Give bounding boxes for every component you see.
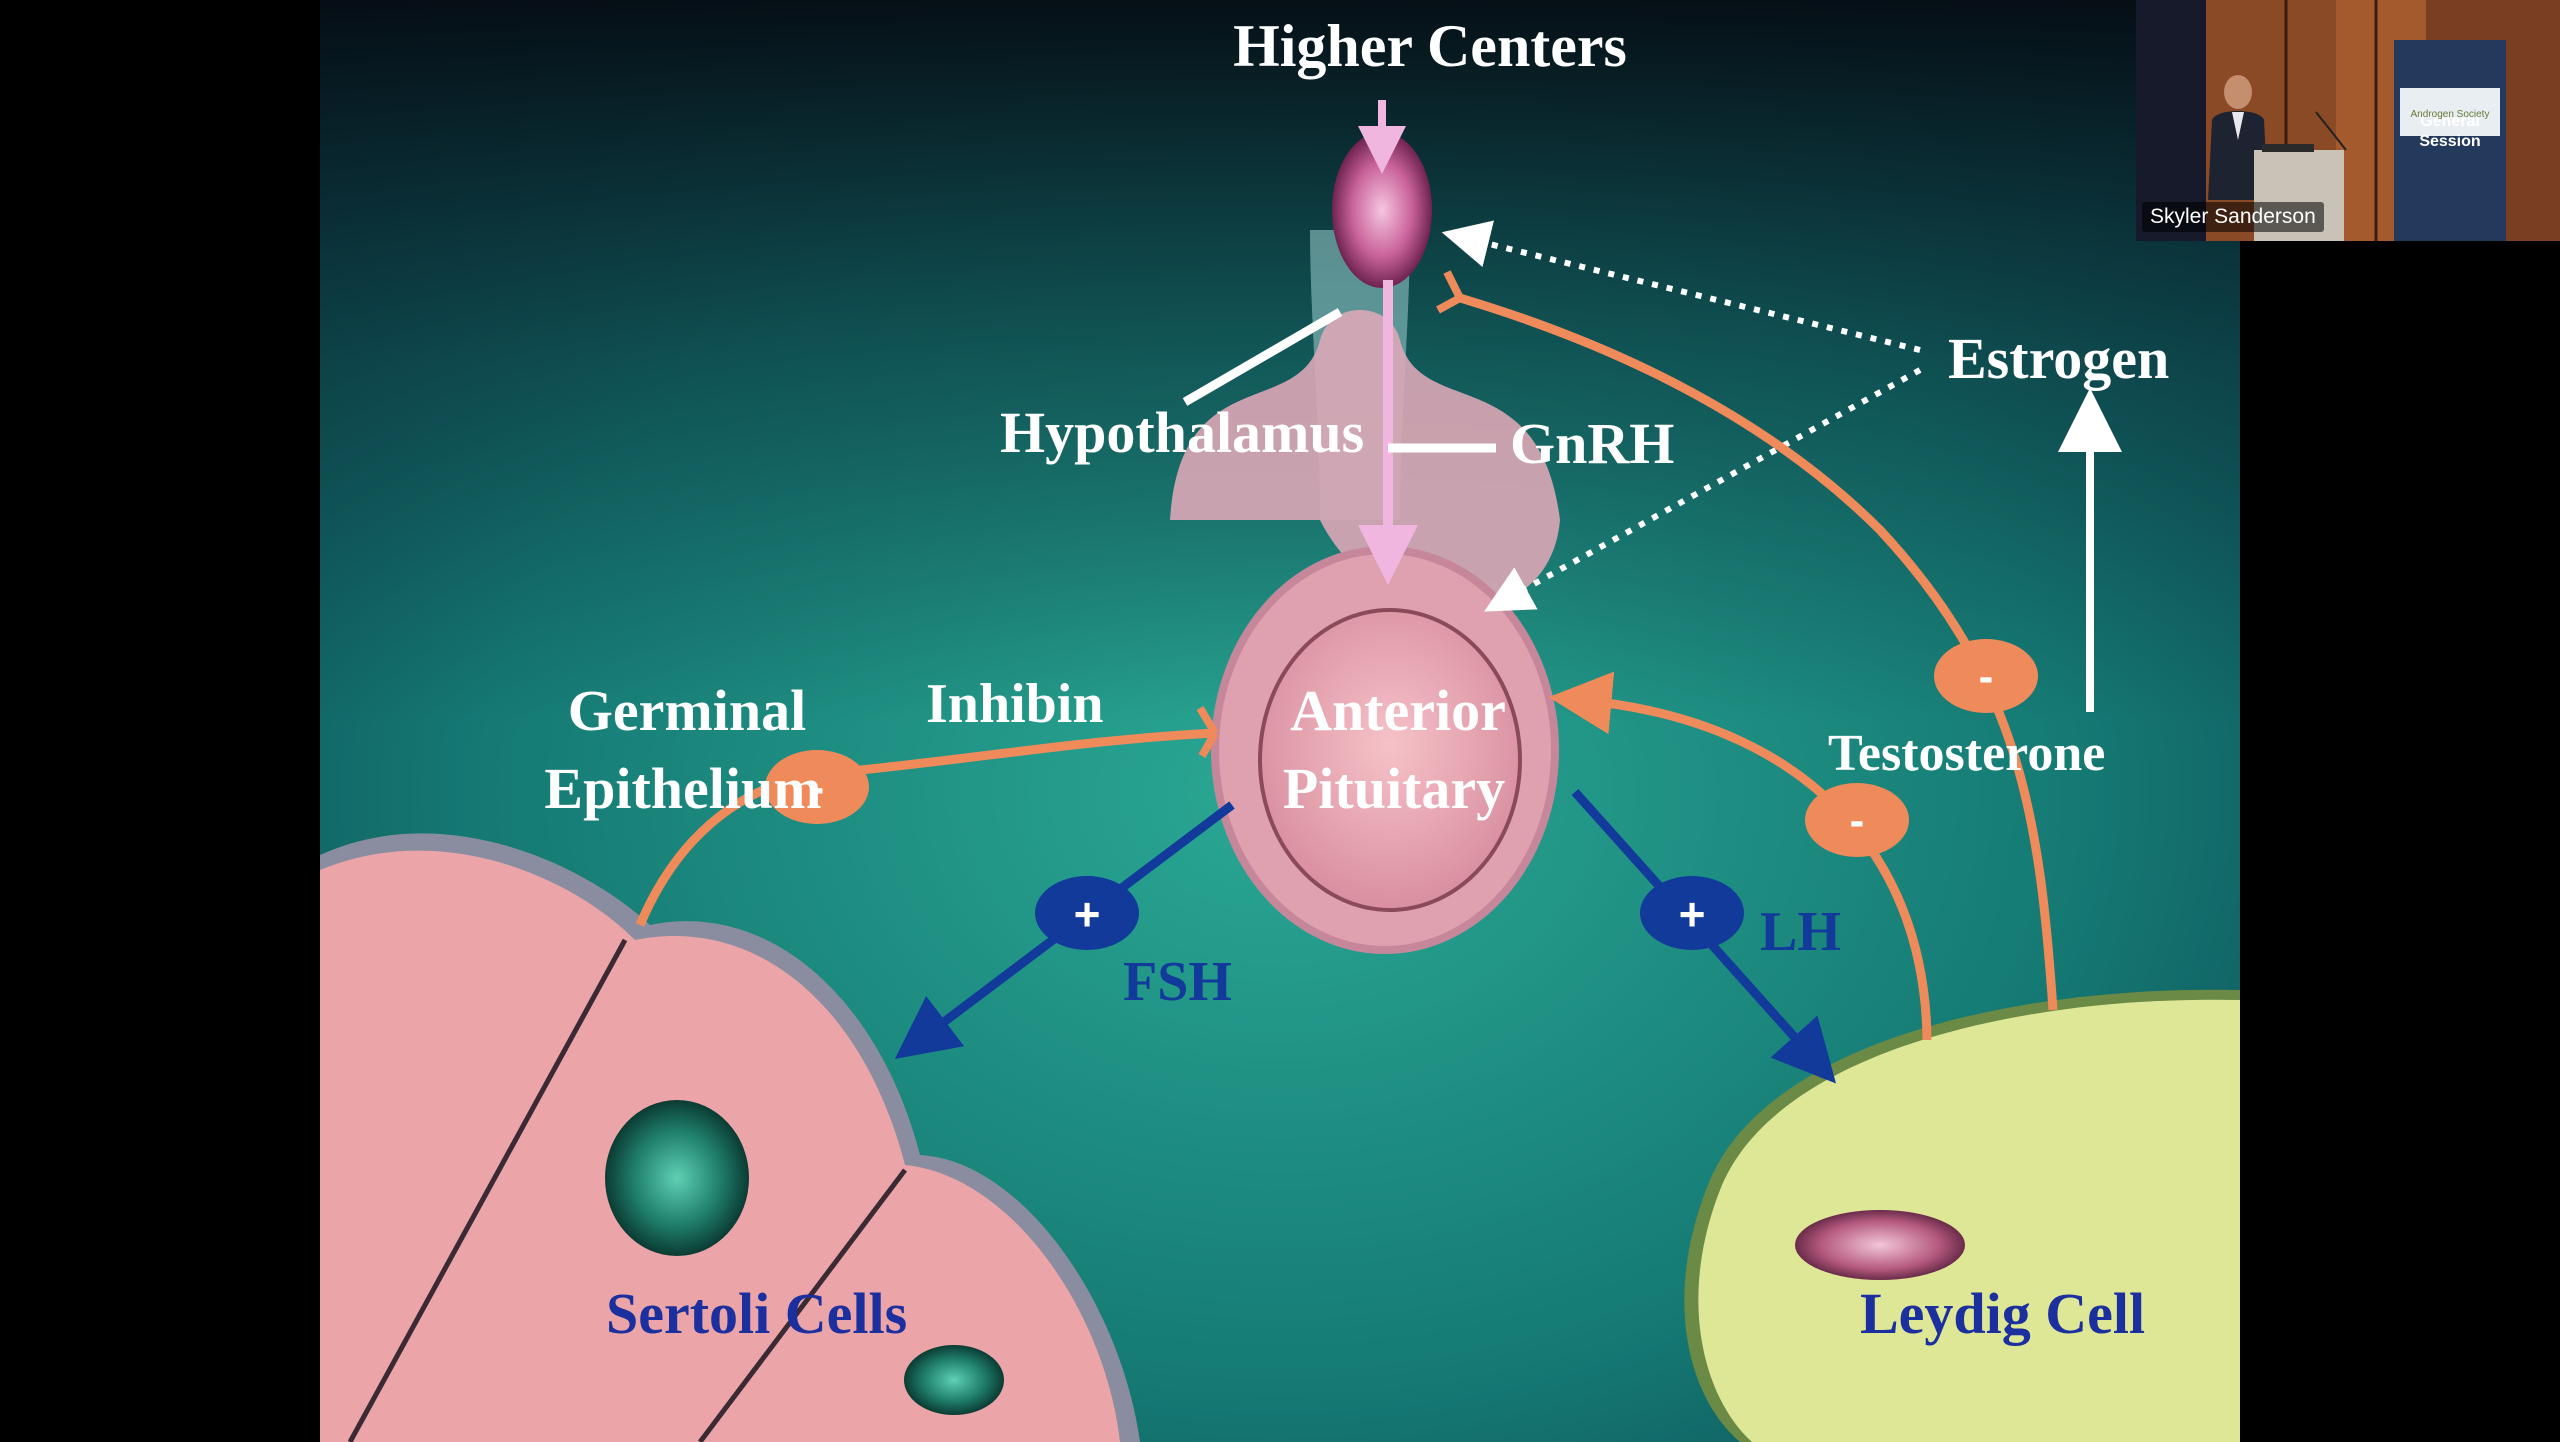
- sertoli-cells: [320, 833, 1140, 1442]
- testosterone-to-hypothalamus-line: [1458, 293, 2058, 1011]
- estrogen-to-pituitary: [1484, 367, 1922, 612]
- label-testosterone: Testosterone: [1828, 725, 2105, 782]
- label-leydig-cell: Leydig Cell: [1860, 1281, 2145, 1346]
- fsh-plus-badge: +: [1035, 876, 1139, 950]
- event-banner: [2394, 40, 2506, 241]
- estrogen-to-hypothalamus: [1441, 220, 1921, 353]
- label-germinal: Germinal: [568, 678, 806, 743]
- hypothalamus-shape: [1332, 132, 1432, 288]
- leydig-cell: [1684, 989, 2240, 1442]
- svg-text:General: General: [2420, 113, 2480, 130]
- label-epithelium: Epithelium: [544, 756, 821, 821]
- svg-text:-: -: [810, 763, 825, 812]
- label-lh: LH: [1760, 901, 1841, 963]
- label-pituitary: Pituitary: [1283, 756, 1505, 821]
- label-higher-centers: Higher Centers: [1233, 13, 1627, 79]
- hypothalamus-leader: [1182, 308, 1343, 406]
- testosterone-minus-badge-upper: -: [1934, 639, 2038, 713]
- lh-plus-badge: +: [1640, 876, 1744, 950]
- svg-text:+: +: [1679, 888, 1706, 940]
- slide-hpg-axis-diagram: - - - + + Higher Centers Hypothalamus: [320, 0, 2240, 1442]
- leydig-nucleus: [1795, 1210, 1965, 1280]
- speaker-figure: [2208, 75, 2268, 200]
- sertoli-nucleus-1: [605, 1100, 749, 1256]
- label-hypothalamus: Hypothalamus: [1000, 400, 1364, 465]
- svg-text:Androgen Society: Androgen Society: [2411, 109, 2490, 120]
- label-sertoli-cells: Sertoli Cells: [606, 1281, 907, 1346]
- label-estrogen: Estrogen: [1948, 326, 2169, 391]
- sertoli-nucleus-2: [904, 1345, 1004, 1415]
- label-anterior: Anterior: [1290, 678, 1506, 743]
- svg-text:Session: Session: [2419, 133, 2480, 150]
- testosterone-minus-badge-lower: -: [1805, 783, 1909, 857]
- speaker-name-label: Skyler Sanderson: [2142, 202, 2324, 232]
- svg-text:-: -: [1979, 652, 1994, 701]
- label-inhibin: Inhibin: [926, 673, 1104, 735]
- label-fsh: FSH: [1123, 951, 1232, 1013]
- inhibin-minus-badge: -: [765, 750, 869, 824]
- label-gnrh: GnRH: [1510, 411, 1674, 476]
- svg-text:-: -: [1850, 796, 1865, 845]
- speaker-video-tile[interactable]: General Session Androgen Society Skyler …: [2136, 0, 2560, 241]
- svg-text:+: +: [1074, 888, 1101, 940]
